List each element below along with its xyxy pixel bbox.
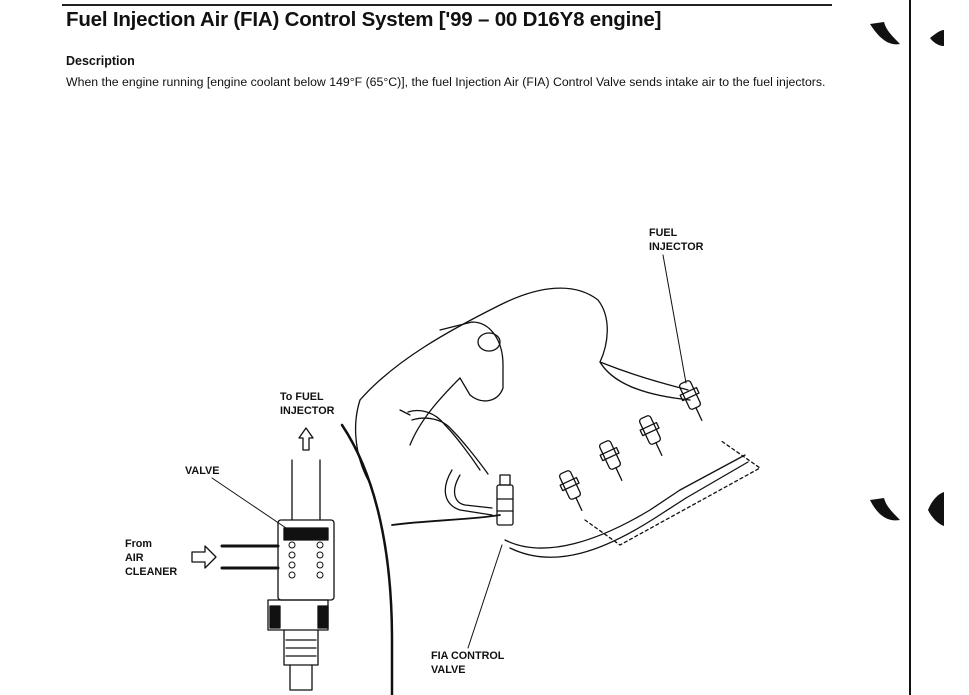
- binding-marks: [870, 22, 944, 526]
- leader-lines: [211, 254, 687, 649]
- fuel-rail: [584, 439, 761, 546]
- from-air-cleaner-label: From AIR CLEANER: [125, 538, 178, 578]
- page-title: Fuel Injection Air (FIA) Control System …: [66, 8, 662, 31]
- description-heading: Description: [66, 54, 135, 68]
- page-edge: [909, 0, 911, 695]
- fia-control-valve: [496, 474, 514, 526]
- valve-cutaway: [191, 427, 335, 691]
- to-fuel-injector-label: To FUEL INJECTOR: [280, 391, 335, 417]
- description-text: When the engine running [engine coolant …: [66, 75, 826, 89]
- valve-label: VALVE: [185, 465, 220, 477]
- fia-control-valve-label: FIA CONTROL VALVE: [431, 650, 505, 676]
- air-hose: [399, 409, 749, 558]
- top-rule: [62, 4, 832, 6]
- fuel-injector-label: FUEL INJECTOR: [649, 227, 704, 253]
- fuel-injectors: [558, 380, 703, 512]
- intake-manifold: [354, 287, 691, 481]
